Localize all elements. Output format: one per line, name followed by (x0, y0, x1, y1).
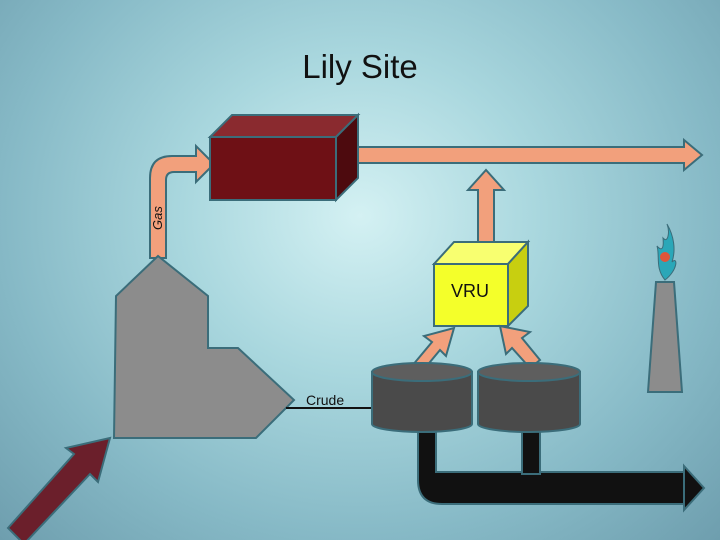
gas-outlet-pipe (355, 137, 704, 173)
gas-label: Gas (150, 206, 165, 230)
storage-tank-2 (477, 362, 581, 433)
crude-label: Crude (306, 392, 344, 408)
flare-flame-icon (656, 223, 677, 281)
separator-vessel (112, 254, 296, 439)
vru-up-arrow (465, 168, 507, 249)
flare-stack (646, 281, 684, 393)
vru-unit (431, 239, 531, 329)
oil-outlet-pipe (417, 431, 705, 505)
heater-box (207, 112, 361, 203)
vru-label: VRU (451, 281, 489, 301)
inlet-arrow (6, 436, 112, 540)
storage-tank-1 (371, 362, 473, 433)
tank2-vapor-arrow (498, 324, 542, 370)
oil-outlet-arrowhead (683, 463, 706, 513)
tank2-drain-pipe (521, 429, 541, 475)
gas-pipe (149, 143, 216, 259)
page-title: Lily Site (302, 48, 418, 85)
